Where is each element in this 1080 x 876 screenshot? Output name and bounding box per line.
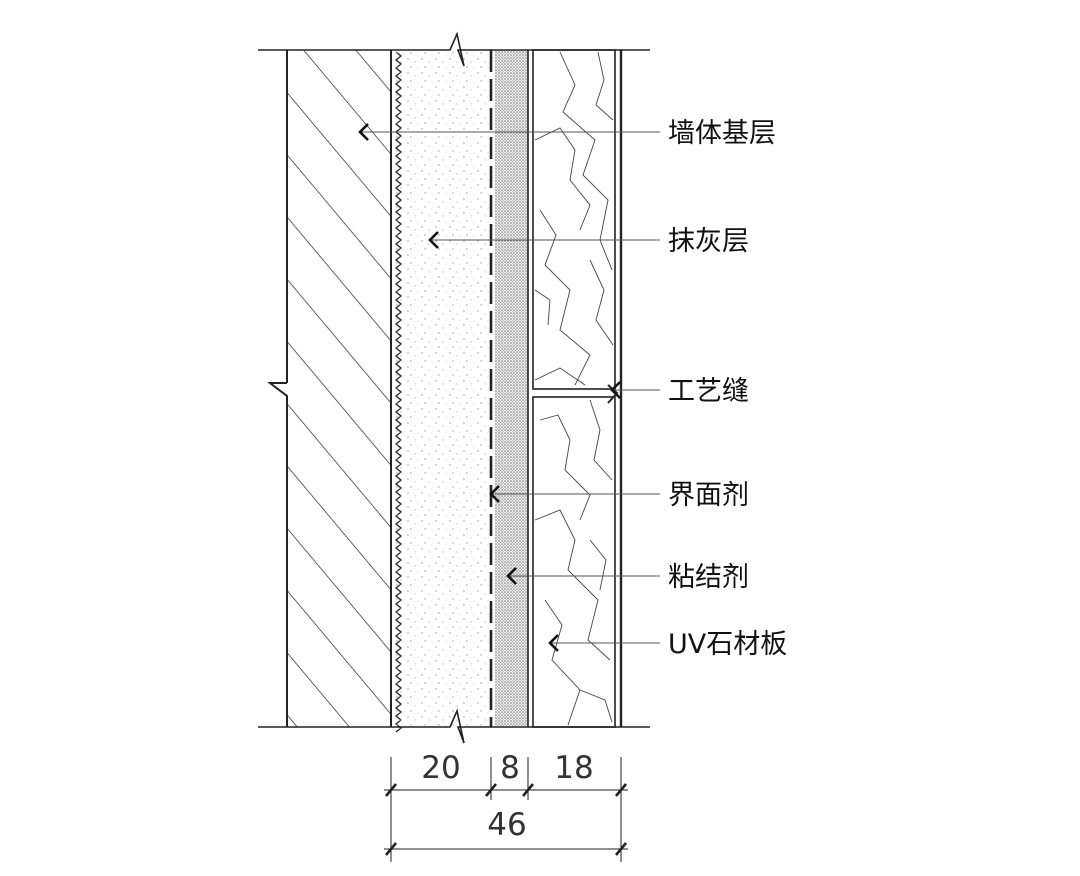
leader-adhesive bbox=[506, 567, 660, 585]
uv-stone-panel-upper bbox=[532, 49, 616, 390]
label-wall-base: 墙体基层 bbox=[668, 118, 776, 149]
plaster-layer bbox=[396, 50, 491, 727]
wall-break-symbol bbox=[267, 382, 288, 727]
wall-base-layer bbox=[287, 50, 391, 727]
label-adhesive: 粘结剂 bbox=[668, 562, 749, 593]
leader-interface-agent bbox=[489, 485, 660, 503]
dim-panel-thickness: 18 bbox=[554, 750, 593, 786]
dimension-lines bbox=[384, 757, 628, 862]
adhesive-layer bbox=[495, 50, 528, 727]
label-process-joint: 工艺缝 bbox=[668, 376, 749, 407]
leader-plaster bbox=[428, 231, 660, 249]
dim-plaster-thickness: 20 bbox=[421, 750, 460, 786]
leader-wall-base bbox=[358, 123, 660, 141]
leader-uv-stone bbox=[548, 634, 660, 652]
dim-total-thickness: 46 bbox=[487, 807, 526, 843]
uv-stone-panel-lower bbox=[532, 396, 616, 728]
leader-process-joint bbox=[610, 381, 660, 399]
top-cut-line bbox=[258, 31, 650, 67]
stone-texture bbox=[534, 51, 614, 726]
label-plaster: 抹灰层 bbox=[668, 226, 749, 257]
bottom-cut-line bbox=[258, 708, 650, 744]
label-uv-stone: UV石材板 bbox=[668, 629, 787, 660]
label-interface-agent: 界面剂 bbox=[668, 480, 749, 511]
process-joint-groove bbox=[607, 384, 619, 404]
dim-adhesive-thickness: 8 bbox=[500, 750, 520, 786]
